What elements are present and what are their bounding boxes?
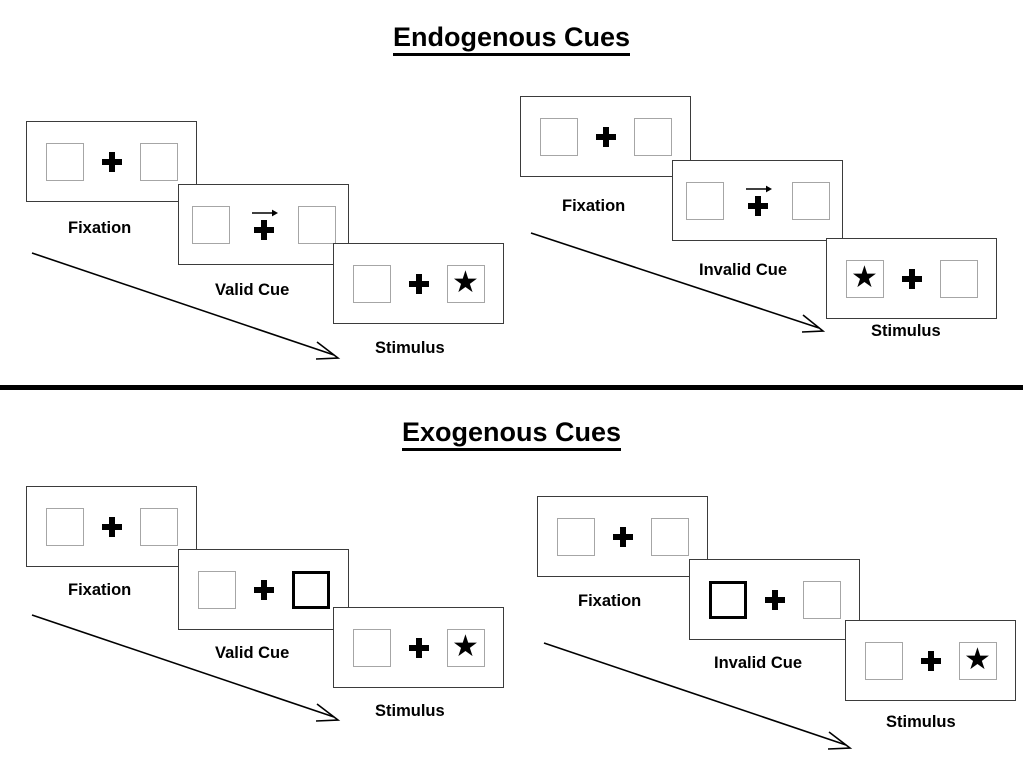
caption-exogenous-valid-fixation: Fixation <box>68 581 132 599</box>
caption-endogenous-valid-cue: Valid Cue <box>215 281 290 299</box>
placeholder-box-left <box>556 517 595 556</box>
arrow-right-icon <box>251 209 278 216</box>
plus-icon <box>253 219 274 240</box>
plus-icon <box>612 526 633 547</box>
plus-icon <box>101 151 122 172</box>
placeholder-box-left <box>539 117 578 156</box>
caption-exogenous-invalid-cue: Invalid Cue <box>714 654 803 672</box>
section-title-exogenous: Exogenous Cues <box>0 417 1023 451</box>
placeholder-box-right <box>633 117 672 156</box>
caption-endogenous-valid-fixation: Fixation <box>68 219 132 237</box>
placeholder-box-left <box>45 507 84 546</box>
panel-endogenous-invalid-cue <box>672 160 843 241</box>
placeholder-box-left <box>352 264 391 303</box>
caption-exogenous-invalid-fixation: Fixation <box>578 592 642 610</box>
panel-endogenous-invalid-stimulus: ★ <box>826 238 997 319</box>
caption-endogenous-valid-stimulus: Stimulus <box>375 339 445 357</box>
placeholder-box-right <box>802 580 841 619</box>
panel-endogenous-valid-stimulus: ★ <box>333 243 504 324</box>
caption-exogenous-invalid-stimulus: Stimulus <box>886 713 956 731</box>
target-box-right: ★ <box>958 641 997 680</box>
plus-icon <box>595 126 616 147</box>
placeholder-box-left <box>864 641 903 680</box>
time-progression-arrow-icon <box>543 642 853 750</box>
section-title-endogenous-text: Endogenous Cues <box>392 22 630 56</box>
caption-exogenous-valid-stimulus: Stimulus <box>375 702 445 720</box>
panel-exogenous-invalid-fixation <box>537 496 708 577</box>
target-box-right: ★ <box>446 264 485 303</box>
caption-endogenous-invalid-cue: Invalid Cue <box>699 261 788 279</box>
placeholder-box-right <box>139 507 178 546</box>
central-cue-group <box>742 182 774 220</box>
time-progression-arrow-icon <box>31 252 341 360</box>
placeholder-box-left <box>191 205 230 244</box>
placeholder-box-right <box>650 517 689 556</box>
panel-exogenous-valid-fixation <box>26 486 197 567</box>
caption-endogenous-invalid-stimulus: Stimulus <box>871 322 941 340</box>
plus-icon <box>101 516 122 537</box>
panel-exogenous-valid-stimulus: ★ <box>333 607 504 688</box>
placeholder-box-right <box>939 259 978 298</box>
section-title-endogenous: Endogenous Cues <box>0 22 1023 56</box>
panel-endogenous-valid-fixation <box>26 121 197 202</box>
star-icon: ★ <box>452 265 479 299</box>
cued-box-right <box>291 570 330 609</box>
placeholder-box-left <box>685 181 724 220</box>
star-icon: ★ <box>964 642 991 676</box>
target-box-left: ★ <box>845 259 884 298</box>
placeholder-box-left <box>352 628 391 667</box>
star-icon: ★ <box>851 260 878 294</box>
placeholder-box-right <box>791 181 830 220</box>
arrow-right-icon <box>745 185 772 192</box>
plus-icon <box>408 637 429 658</box>
panel-endogenous-invalid-fixation <box>520 96 691 177</box>
central-cue-group <box>248 206 280 244</box>
plus-icon <box>764 589 785 610</box>
placeholder-box-left <box>197 570 236 609</box>
panel-exogenous-invalid-cue <box>689 559 860 640</box>
placeholder-box-left <box>45 142 84 181</box>
panel-endogenous-valid-cue <box>178 184 349 265</box>
plus-icon <box>747 195 768 216</box>
cued-box-left <box>708 580 747 619</box>
caption-exogenous-valid-cue: Valid Cue <box>215 644 290 662</box>
panel-exogenous-valid-cue <box>178 549 349 630</box>
section-divider <box>0 385 1023 390</box>
time-progression-arrow-icon <box>530 232 826 333</box>
plus-icon <box>408 273 429 294</box>
plus-icon <box>901 268 922 289</box>
panel-exogenous-invalid-stimulus: ★ <box>845 620 1016 701</box>
star-icon: ★ <box>452 629 479 663</box>
target-box-right: ★ <box>446 628 485 667</box>
caption-endogenous-invalid-fixation: Fixation <box>562 197 626 215</box>
plus-icon <box>253 579 274 600</box>
placeholder-box-right <box>297 205 336 244</box>
section-title-exogenous-text: Exogenous Cues <box>401 417 622 451</box>
plus-icon <box>920 650 941 671</box>
placeholder-box-right <box>139 142 178 181</box>
